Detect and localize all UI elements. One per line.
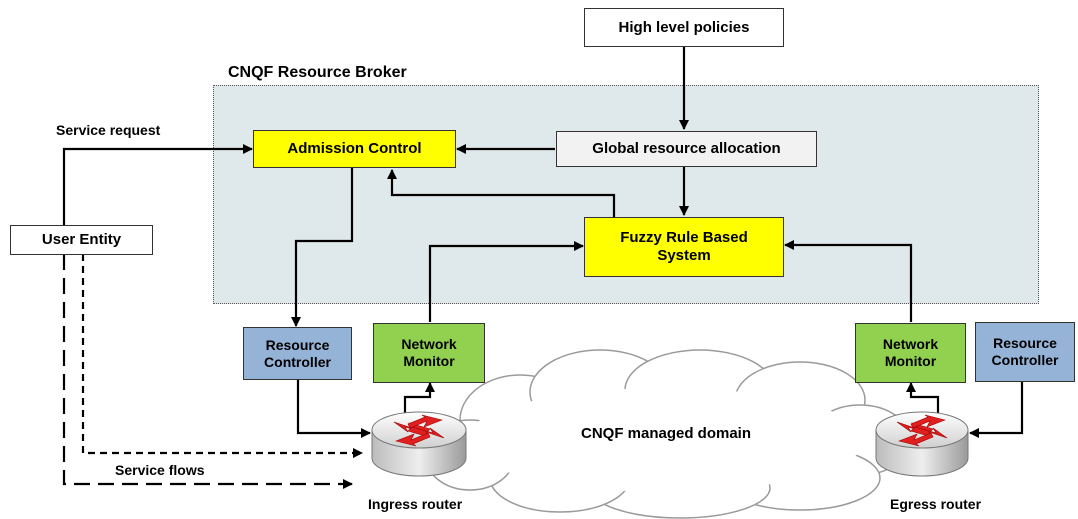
resource-controller-left-box: Resource Controller: [243, 327, 352, 380]
network-monitor-left-box: Network Monitor: [373, 323, 485, 383]
ingress-router-label: Ingress router: [368, 496, 463, 512]
fuzzy-system-label-line2: System: [657, 247, 711, 264]
service-flows-label: Service flows: [115, 462, 205, 478]
arrow-resource-controller-to-egress: [969, 382, 1024, 438]
global-resource-allocation-label: Global resource allocation: [592, 140, 781, 157]
network-monitor-left-line2: Monitor: [403, 353, 455, 369]
service-request-label: Service request: [56, 122, 161, 138]
global-resource-allocation-box: Global resource allocation: [556, 131, 817, 167]
egress-router-label: Egress router: [890, 496, 982, 512]
arrow-service-request: [62, 144, 253, 225]
network-monitor-right-box: Network Monitor: [855, 323, 966, 383]
arrow-monitor-right-to-fuzzy: [784, 240, 913, 322]
resource-controller-left-line2: Controller: [264, 353, 331, 370]
resource-controller-left-line1: Resource: [265, 336, 330, 353]
arrow-fuzzy-to-admission: [387, 169, 616, 217]
admission-control-label: Admission Control: [287, 140, 422, 157]
arrow-egress-to-monitor: [906, 382, 940, 415]
resource-controller-right-line2: Controller: [991, 352, 1059, 368]
resource-controller-right-box: Resource Controller: [975, 322, 1075, 382]
network-monitor-right-line2: Monitor: [884, 353, 937, 369]
user-entity-label: User Entity: [41, 231, 122, 248]
high-level-policies-label: High level policies: [618, 18, 750, 36]
arrow-admission-to-resource-controller: [291, 167, 354, 327]
ingress-router-icon: [371, 411, 467, 477]
resource-broker-title: CNQF Resource Broker: [228, 64, 407, 81]
fuzzy-rule-system-box: Fuzzy Rule Based System: [584, 217, 784, 277]
network-monitor-left-line1: Network: [401, 336, 457, 353]
user-entity-box: User Entity: [10, 225, 153, 255]
fuzzy-system-label-line1: Fuzzy Rule Based: [620, 229, 748, 246]
high-level-policies-box: High level policies: [584, 8, 784, 47]
arrow-resource-controller-to-ingress: [296, 380, 371, 438]
service-flow-1: [81, 254, 363, 458]
network-monitor-right-line1: Network: [882, 336, 939, 353]
arrow-monitor-left-to-fuzzy: [428, 241, 584, 322]
service-flow-2: [62, 254, 353, 489]
admission-control-box: Admission Control: [253, 130, 456, 168]
resource-controller-right-line1: Resource: [993, 335, 1057, 352]
managed-domain-label: CNQF managed domain: [581, 425, 752, 442]
arrow-ingress-to-monitor: [403, 382, 435, 415]
egress-router-icon: [875, 411, 969, 477]
